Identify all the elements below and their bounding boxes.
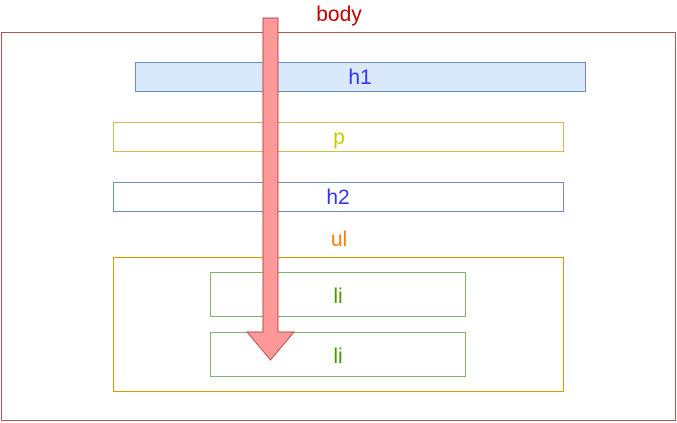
li-label-2: li	[333, 345, 343, 368]
li-box-2	[210, 332, 466, 377]
h1-label: h1	[348, 66, 372, 89]
h2-box	[113, 182, 564, 212]
ul-label: ul	[330, 228, 348, 251]
p-label: p	[333, 126, 345, 149]
ul-box	[113, 257, 564, 392]
li-box-1	[210, 272, 466, 317]
li-label-1: li	[333, 285, 343, 308]
body-label: body	[316, 3, 362, 26]
h2-label: h2	[326, 186, 350, 209]
h1-box	[135, 62, 586, 92]
body-box	[1, 32, 676, 421]
p-box	[113, 122, 564, 152]
